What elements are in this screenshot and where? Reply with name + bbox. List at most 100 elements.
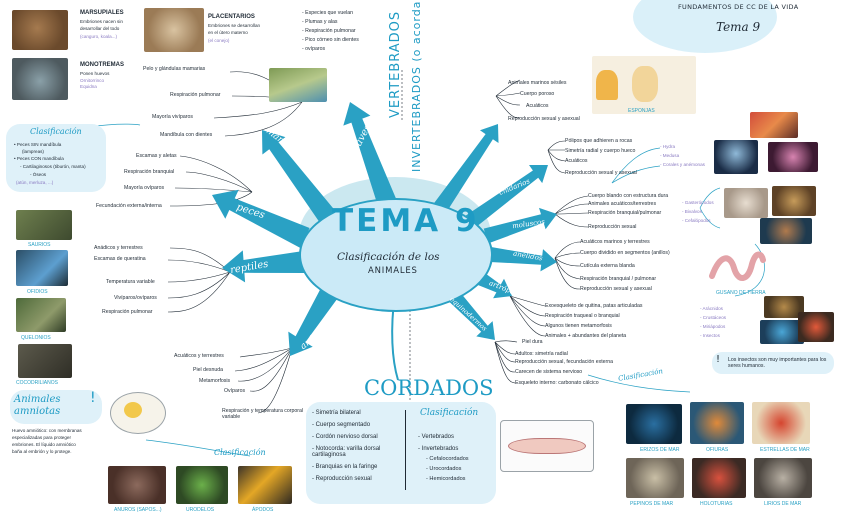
lirios-label: LIRIOS DE MAR xyxy=(764,501,801,507)
quelonio-photo xyxy=(16,298,66,332)
monotremas-title: MONOTREMAS xyxy=(80,62,124,68)
sponge-shape xyxy=(596,70,618,100)
alert-icon: ! xyxy=(90,390,96,406)
crab-photo xyxy=(798,312,834,342)
cnidarios-side-2: - Medusa xyxy=(660,153,679,158)
cordados-clasif-4: - Urocordados xyxy=(426,466,461,472)
anemone-photo xyxy=(768,142,818,172)
anfibios-trait-5: Respiración y temperatura corporal varia… xyxy=(222,408,308,421)
peces-clasif-title: Clasificación xyxy=(30,129,82,135)
saurio-photo xyxy=(16,210,72,240)
peces-trait-1: Escamas y aletas xyxy=(136,153,177,159)
placentarios-line-1: Embriones se desarrollan xyxy=(208,23,260,28)
aves-trait-3: - Respiración pulmonar xyxy=(302,28,356,34)
peces-clasif-4: - Cartilaginosos (tiburón, manta) xyxy=(20,164,86,169)
reptiles-trait-2: Escamas de queratina xyxy=(94,256,146,262)
cordados-clasif-2: - Invertebrados xyxy=(418,446,458,452)
anfibios-clasif-title: Clasificación xyxy=(214,450,266,456)
yolk-shape xyxy=(124,402,142,418)
aves-trait-2: - Plumas y alas xyxy=(302,19,337,25)
moluscos-trait-2: Animales acuáticos/terrestres xyxy=(588,201,656,207)
artropodos-side-3: - Miriápodos xyxy=(700,324,725,329)
sponge-section-shape xyxy=(632,66,658,102)
lirio-photo xyxy=(754,458,812,498)
coral-photo xyxy=(750,112,798,138)
mamiferos-trait-2: Respiración pulmonar xyxy=(170,92,220,98)
ofiura-photo xyxy=(690,402,744,444)
ofidios-label: OFIDIOS xyxy=(27,289,48,295)
placentarios-line-3: (el conejo) xyxy=(208,38,229,43)
cocodrilianos-label: COCODRILIANOS xyxy=(16,380,58,386)
insect-note: Los insectos son muy importantes para lo… xyxy=(728,357,832,370)
poriferos-trait-3: Acuáticos xyxy=(526,103,549,109)
cordados-clasif-5: - Hemicordados xyxy=(426,476,465,482)
holoturia-photo xyxy=(692,458,746,498)
cordados-clasif-title: Clasificación xyxy=(420,410,478,416)
peces-clasif-5: - Óseos xyxy=(30,172,46,177)
moluscos-side-3: - Cefalópodos xyxy=(682,218,711,223)
kangaroo-photo xyxy=(12,10,68,50)
mamiferos-trait-3: Mayoría vivíparos xyxy=(152,114,193,120)
erizos-label: ERIZOS DE MAR xyxy=(640,447,679,453)
cordados-trait-3: - Cordón nervioso dorsal xyxy=(312,434,378,440)
holoturias-label: HOLOTURIAS xyxy=(700,501,733,507)
artropodos-trait-4: Animales + abundantes del planeta xyxy=(545,333,626,339)
amniotas-title: Animales amniotas xyxy=(14,394,84,418)
ofiuras-label: OFIURAS xyxy=(706,447,728,453)
subject-title: FUNDAMENTOS DE CC DE LA VIDA xyxy=(678,3,798,11)
peces-trait-3: Mayoría ovíparos xyxy=(124,185,164,191)
anfibios-trait-2: Piel desnuda xyxy=(193,367,223,373)
artropodos-side-2: - Crustáceos xyxy=(700,315,726,320)
moluscos-trait-4: Reproducción sexual xyxy=(588,224,636,230)
moluscos-side-2: - Bivalvos xyxy=(682,209,702,214)
anelidos-trait-5: Reproducción sexual y asexual xyxy=(580,286,652,292)
cordados-title: CORDADOS xyxy=(364,376,494,400)
aves-trait-4: - Pico córneo sin dientes xyxy=(302,37,359,43)
peces-trait-4: Fecundación externa/interna xyxy=(96,203,162,209)
artropodos-side-1: - Arácnidos xyxy=(700,306,723,311)
equinodermos-trait-4: Carecen de sistema nervioso xyxy=(515,369,582,375)
reptiles-trait-4: Vivíparos/ovíparos xyxy=(114,295,157,301)
reptiles-trait-3: Temperatura variable xyxy=(106,279,155,285)
bird-photo xyxy=(269,68,327,102)
vertebrados-label: VERTEBRADOS xyxy=(388,11,403,118)
equinodermos-trait-3: Reproducción sexual, fecundación externa xyxy=(515,359,613,365)
frog-photo xyxy=(176,466,228,504)
gusano-label: GUSANO DE TIERRA xyxy=(716,290,766,296)
equinodermos-trait-2: Adultos: simetría radial xyxy=(515,351,568,357)
cordados-clasif-1: - Vertebrados xyxy=(418,434,454,440)
quelonios-label: QUELONIOS xyxy=(21,335,51,341)
earthworm-drawing xyxy=(708,246,766,286)
center-title: TEMA 9 xyxy=(332,203,480,239)
anfibios-trait-4: Ovíparos xyxy=(224,388,245,394)
anelidos-trait-3: Cutícula externa blanda xyxy=(580,263,635,269)
cordados-trait-2: - Cuerpo segmentado xyxy=(312,422,370,428)
marsupiales-line-2: desarrollar del todo xyxy=(80,26,119,31)
cordados-clasif-3: - Cefalocordados xyxy=(426,456,469,462)
monotremas-line-2: Ornitorrinco xyxy=(80,78,104,83)
jellyfish-photo xyxy=(714,140,758,174)
ofidio-photo xyxy=(16,250,68,286)
anuros-label: ANUROS (SAPOS...) xyxy=(114,507,162,513)
equinodermos-trait-5: Esqueleto interno: carbonato cálcico xyxy=(515,380,599,386)
cordados-trait-1: - Simetría bilateral xyxy=(312,410,361,416)
center-subtitle: Clasificación de los xyxy=(337,251,440,263)
marsupiales-line-3: (canguro, koala...) xyxy=(80,34,117,39)
equinodermos-trait-1: Piel dura xyxy=(522,339,542,345)
cordados-trait-6: - Reproducción sexual xyxy=(312,476,372,482)
monotremas-line-1: Ponen huevos xyxy=(80,71,109,76)
artropodos-trait-2: Respiración traqueal o branquial xyxy=(545,313,620,319)
invertebrados-label: INVERTEBRADOS (o acordados) xyxy=(410,0,423,172)
peces-trait-2: Respiración branquial xyxy=(124,169,174,175)
reptiles-trait-1: Anádicos y terrestres xyxy=(94,245,143,251)
anfibios-trait-3: Metamorfosis xyxy=(199,378,230,384)
cocodrilo-photo xyxy=(18,344,72,378)
cordados-trait-5: - Branquias en la faringe xyxy=(312,464,377,470)
esponjas-label: ESPONJAS xyxy=(628,108,655,114)
octopus-photo xyxy=(760,218,812,244)
anelidos-trait-1: Acuáticos marinos y terrestres xyxy=(580,239,650,245)
topic-label: Tema 9 xyxy=(716,20,760,34)
monotremas-line-3: Equidna xyxy=(80,84,97,89)
cnidarios-side-3: - Corales y anémonas xyxy=(660,162,705,167)
pepinos-label: PEPINOS DE MAR xyxy=(630,501,673,507)
